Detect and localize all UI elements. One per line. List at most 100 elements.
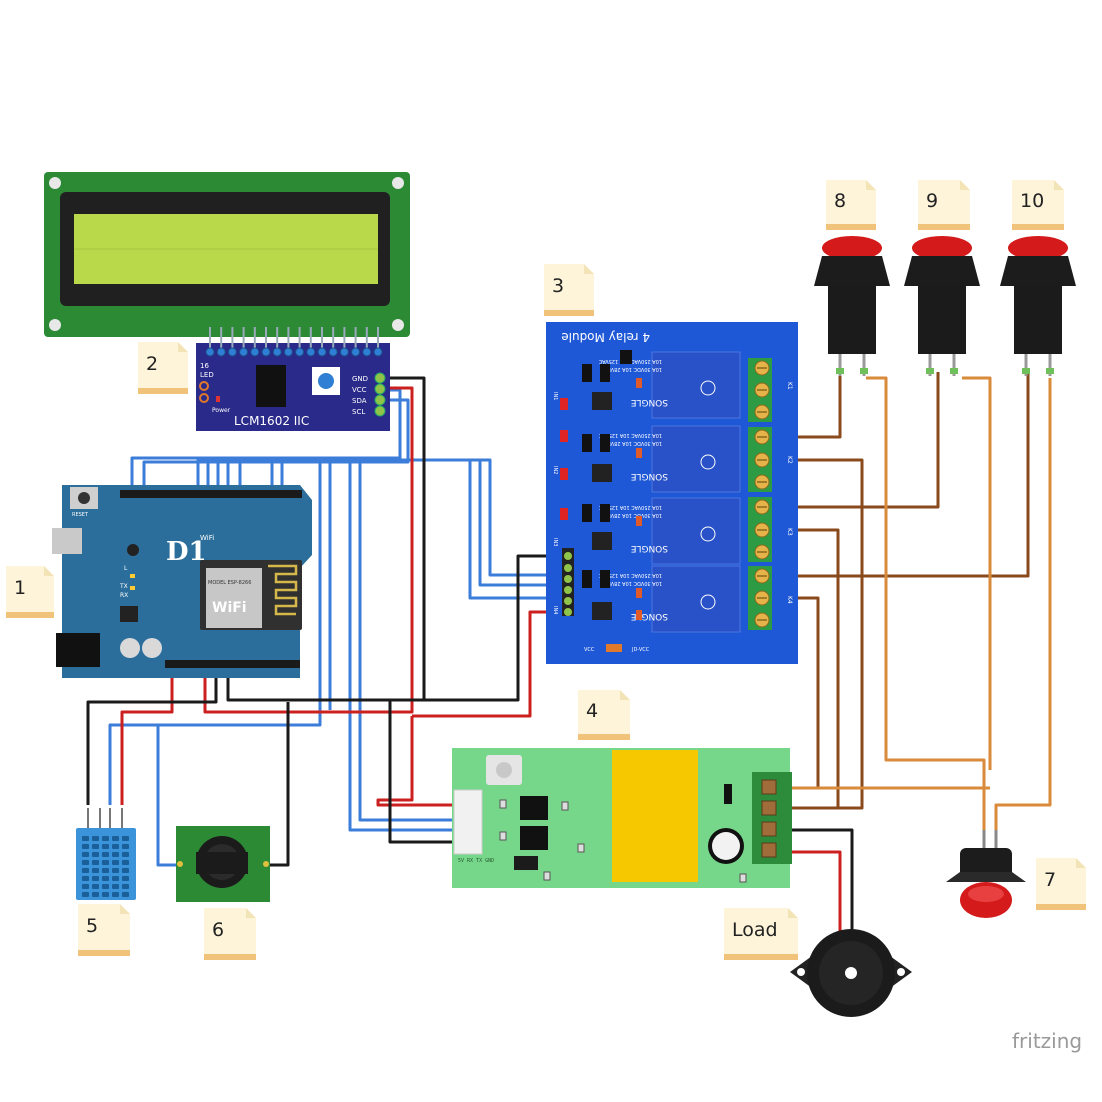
pzem-transformer (612, 750, 698, 882)
lcd-pin-pad (351, 347, 361, 357)
lcd-pin-pad (373, 347, 383, 357)
pzem-energy-module: 5V RX TX GND (452, 748, 792, 888)
backpack-pin-sda: SDA (352, 397, 367, 405)
lcd-display (44, 172, 410, 337)
backpack-led-num: 16 (200, 362, 209, 370)
note-label: 1 (14, 577, 26, 599)
backpack-header-pins (205, 327, 383, 357)
lcd-pin-pad (261, 347, 271, 357)
push-button-icon (822, 236, 882, 260)
note-label: 10 (1020, 190, 1044, 212)
note-n3: 3 (544, 264, 594, 316)
note-label: 9 (926, 190, 938, 212)
d1-sub-logo: WiFi (200, 534, 214, 542)
usb-port (52, 528, 82, 554)
pzem-pin-label: 5V RX TX GND (458, 858, 494, 864)
note-n6: 6 (204, 908, 256, 960)
relay-id: K1 (786, 382, 793, 390)
wemos-d1-board: RESET D1 WiFi TX RX L WiFi MODEL ESP-826… (52, 485, 312, 678)
d1-bottom-header (165, 660, 300, 668)
relay-id: K3 (786, 528, 793, 536)
note-label: 3 (552, 275, 564, 297)
note-n5: 5 (78, 904, 130, 956)
d1-tx-label: TX (119, 583, 128, 590)
note-n8: 8 (826, 180, 876, 230)
lcd-pin-pad (317, 347, 327, 357)
lcd-pin-pad (239, 347, 249, 357)
relay-spec: 10A 250VAC 10A 125VAC (598, 572, 662, 578)
orange-wires (770, 376, 1052, 830)
relay-input-label: IN4 (552, 606, 558, 614)
note-label: Load (732, 919, 778, 941)
lcd-pin-pad (216, 347, 226, 357)
rtc-module (176, 826, 270, 902)
wires (86, 372, 1052, 960)
lcd-pin-pad (205, 347, 215, 357)
relay-module-title: 4 relay Module (561, 330, 650, 344)
dht-sensor (76, 808, 136, 900)
note-label: 8 (834, 190, 846, 212)
black-wires (86, 376, 854, 960)
backpack-pin-vcc: VCC (352, 386, 367, 394)
push-button-icon (912, 236, 972, 260)
buzzer (790, 929, 912, 1017)
relay-brand: SONGLE (630, 471, 668, 481)
fritzing-watermark: fritzing (1012, 1029, 1082, 1053)
backpack-led-label: LED (200, 371, 214, 379)
lcd-pin-pad (272, 347, 282, 357)
relay-spec: 10A 250VAC 10A 125VAC (598, 504, 662, 510)
backpack-pin-gnd: GND (352, 375, 368, 383)
blue-wires (108, 388, 570, 867)
relay-terminal-blocks (748, 358, 772, 630)
relay-3: SONGLE 10A 250VAC 10A 125VAC 10A 30VDC 10A… (552, 497, 793, 565)
esp-model: MODEL ESP-8266 (208, 580, 251, 586)
relay-spec: 10A 30VDC 10A 28VDC (603, 580, 662, 586)
relay-brand: SONGLE (630, 543, 668, 553)
lcd-pin-pad (306, 347, 316, 357)
note-label: 7 (1044, 869, 1056, 891)
relay-jdvcc-label: JD-VCC (631, 647, 650, 653)
note-n7: 7 (1036, 858, 1086, 910)
push-button-7 (946, 830, 1026, 918)
four-relay-module: SONGLE 10A 250VAC 10A 125VAC 10A 30VDC 10A… (546, 322, 798, 664)
relay-input-label: IN3 (552, 538, 558, 546)
note-n1: 1 (6, 566, 54, 618)
d1-rx-label: RX (120, 592, 128, 599)
d1-top-header (120, 490, 302, 498)
lcd-pin-pad (227, 347, 237, 357)
push-button-icon (1008, 236, 1068, 260)
lcd-pin-pad (328, 347, 338, 357)
contrast-potentiometer (318, 373, 334, 389)
push-button-8 (814, 236, 890, 376)
note-n10: 10 (1012, 180, 1064, 230)
relay-id: K2 (786, 456, 793, 464)
relay-brand: SONGLE (630, 397, 668, 407)
note-label: 2 (146, 353, 158, 375)
relay-input-label: IN2 (552, 466, 558, 474)
note-label: 6 (212, 919, 224, 941)
note-label: 5 (86, 915, 98, 937)
backpack-model-label: LCM1602 IIC (234, 414, 309, 428)
backpack-pin-scl: SCL (352, 408, 365, 416)
lcd-pin-pad (283, 347, 293, 357)
note-n4: 4 (578, 690, 630, 740)
note-load: Load (724, 908, 798, 960)
d1-logo: D1 (166, 537, 207, 567)
relay-spec: 10A 250VAC 10A 125VAC (598, 432, 662, 438)
dc-jack (56, 633, 100, 667)
i2c-backpack: 16 LED Power LCM1602 IIC GND VCC SDA SCL (196, 327, 390, 431)
lcd-pin-pad (250, 347, 260, 357)
relay-blocks: SONGLE 10A 250VAC 10A 125VAC 10A 30VDC 10A… (552, 351, 793, 633)
relay-spec: 10A 30VDC 10A 28VDC (603, 366, 662, 372)
note-n2: 2 (138, 342, 188, 394)
relay-input-label: IN1 (552, 392, 558, 400)
lcd-pin-pad (295, 347, 305, 357)
esp-brand: WiFi (212, 600, 247, 616)
push-button-10 (1000, 236, 1076, 376)
relay-spec: 10A 30VDC 10A 28VDC (603, 512, 662, 518)
note-n9: 9 (918, 180, 970, 230)
lcd-pin-pad (339, 347, 349, 357)
